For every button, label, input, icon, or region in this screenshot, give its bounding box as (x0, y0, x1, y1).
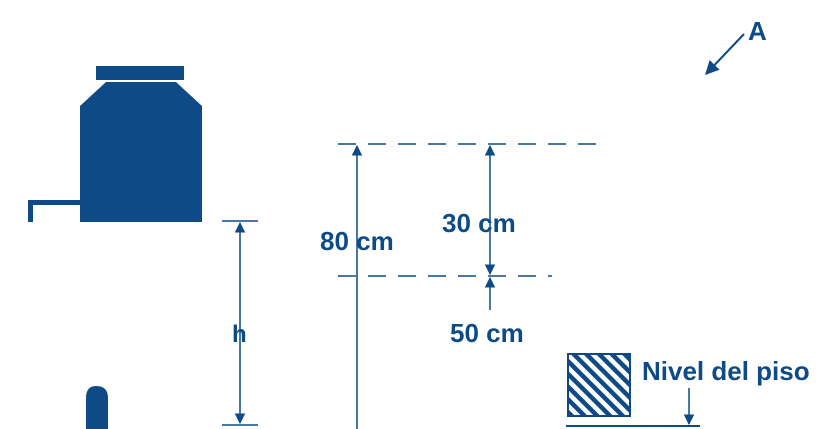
label-30cm: 30 cm (442, 208, 516, 238)
h-label: h (232, 321, 247, 348)
faucet-icon (86, 386, 108, 429)
label-a: A (748, 16, 767, 46)
floor-hatch-icon (567, 353, 631, 417)
floor-level-label: Nivel del piso (642, 356, 810, 386)
water-tank-icon (28, 66, 202, 222)
label-50cm: 50 cm (450, 318, 524, 348)
label-80cm: 80 cm (320, 226, 394, 256)
h-dimension (222, 220, 258, 426)
point-a-pointer (705, 33, 745, 76)
